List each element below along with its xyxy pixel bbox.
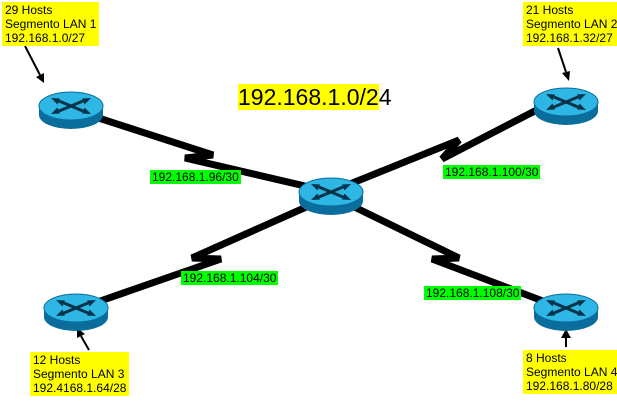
link-subnet-label-3: 192.168.1.104/30 <box>181 271 279 285</box>
label-arrow-lan2 <box>557 47 570 81</box>
router-icon <box>532 292 600 333</box>
lan-segment-name: Segmento LAN 3 <box>33 367 125 381</box>
lan-segment-name: Segmento LAN 2 <box>526 17 617 31</box>
router-icon <box>532 86 600 127</box>
network-address-title: 192.168.1.0/24 <box>238 84 391 111</box>
lan1-label: 29 Hosts Segmento LAN 1 192.168.1.0/27 <box>2 2 100 46</box>
lan-hosts-count: 12 Hosts <box>33 353 81 367</box>
router-lan4[interactable] <box>532 287 600 333</box>
lan-hosts-count: 21 Hosts <box>526 3 574 17</box>
lan-hosts-count: 8 Hosts <box>526 351 567 365</box>
lan2-label: 21 Hosts Segmento LAN 2 192.168.1.32/27 <box>523 2 617 46</box>
serial-link-lan3-central[interactable] <box>84 196 324 310</box>
network-title-tail: 4 <box>378 84 392 110</box>
link-subnet-label-4: 192.168.1.108/30 <box>424 286 522 300</box>
router-lan2[interactable] <box>532 81 600 127</box>
router-lan1[interactable] <box>37 85 105 131</box>
serial-link-lan4-central[interactable] <box>338 196 558 310</box>
serial-link-lan1-central[interactable] <box>78 108 323 194</box>
router-lan3[interactable] <box>42 287 110 333</box>
link-subnet-label-1: 192.168.1.96/30 <box>150 170 241 184</box>
router-icon <box>297 176 365 217</box>
serial-link-lan2-central[interactable] <box>338 96 558 192</box>
lan-subnet: 192.168.1.80/28 <box>526 379 613 393</box>
lan-subnet: 192.168.1.0/27 <box>5 31 86 45</box>
lan3-label: 12 Hosts Segmento LAN 3 192.4168.1.64/28 <box>30 352 130 396</box>
network-title-highlight: 192.168.1.0/2 <box>238 84 379 110</box>
lan-segment-name: Segmento LAN 4 <box>526 365 617 379</box>
lan-segment-name: Segmento LAN 1 <box>5 17 97 31</box>
lan-subnet: 192.168.1.32/27 <box>526 31 613 45</box>
router-icon <box>37 90 105 131</box>
lan-hosts-count: 29 Hosts <box>5 3 53 17</box>
lan-subnet: 192.4168.1.64/28 <box>33 381 127 395</box>
label-arrow-lan1 <box>24 45 44 83</box>
lan4-label: 8 Hosts Segmento LAN 4 192.168.1.80/28 <box>523 350 617 394</box>
link-subnet-label-2: 192.168.1.100/30 <box>443 165 541 179</box>
router-central[interactable] <box>297 171 365 217</box>
router-icon <box>42 292 110 333</box>
label-arrow-lan4 <box>561 329 571 347</box>
